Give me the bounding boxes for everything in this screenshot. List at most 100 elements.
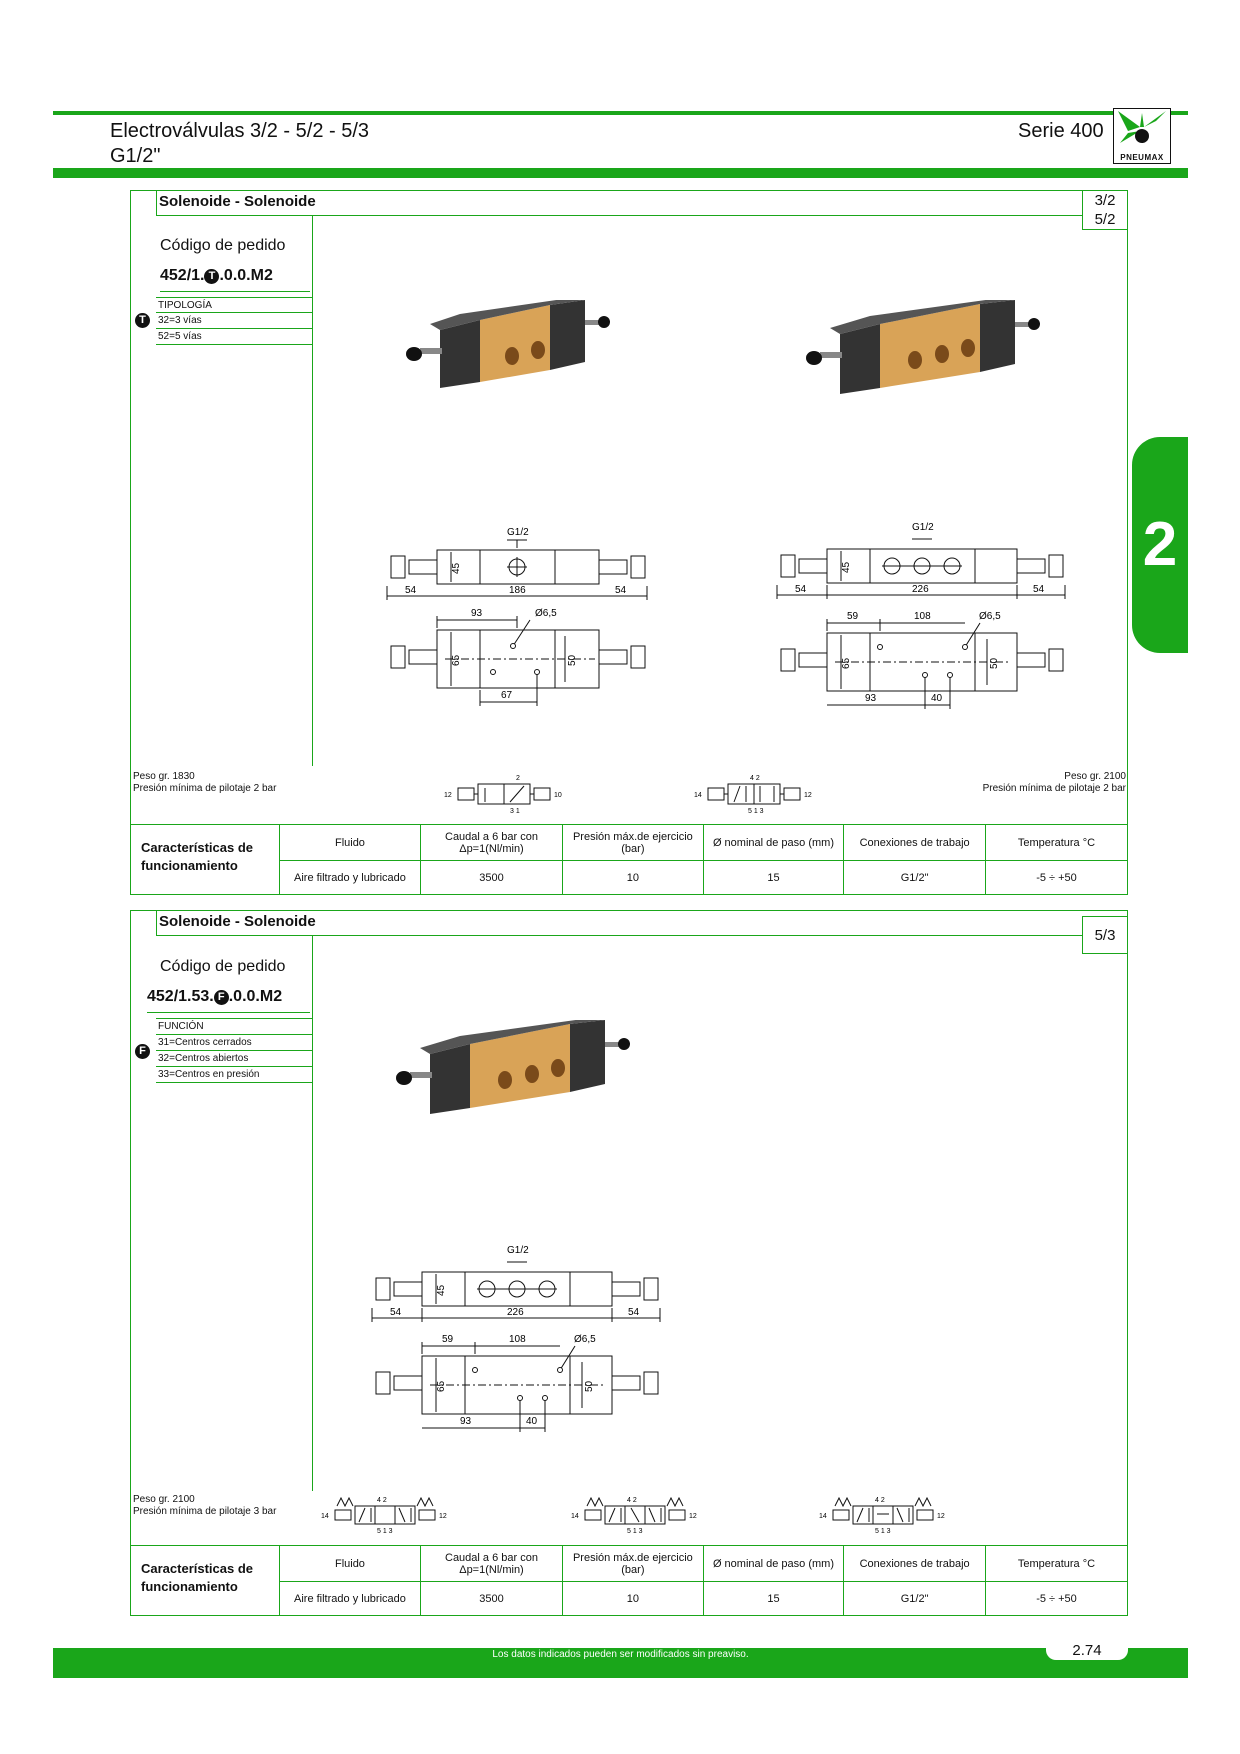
- section1-order-code: 452/1.T.0.0.M2: [160, 267, 310, 292]
- dim2-93: 93: [460, 1416, 472, 1427]
- pneumatic-symbol-5-2: 14 12 4 2 5 1 3: [694, 775, 812, 815]
- section2-option-badge: F: [135, 1042, 150, 1060]
- dim-93-5way: 93: [865, 693, 877, 704]
- section2-option-2: 32=Centros abiertos: [156, 1050, 313, 1066]
- dim-50: 50: [567, 654, 578, 666]
- spec-value-temperatura: -5 ÷ +50: [984, 860, 1129, 895]
- page-title-line2: G1/2": [110, 145, 161, 167]
- dim2-226: 226: [507, 1307, 524, 1318]
- section2-pressure-left: Presión mínima de pilotaje 3 bar: [133, 1506, 277, 1517]
- spec-header-conexiones: Conexiones de trabajo: [843, 824, 986, 861]
- chapter-tab: 2: [1132, 437, 1188, 653]
- sym1-port-bottom: 3 1: [510, 808, 520, 815]
- pneumatic-symbol-5-3-open: 14 12 4 2 5 1 3: [571, 1496, 697, 1535]
- dim-65-5way: 65: [841, 657, 852, 669]
- spec2-value-nominal: 15: [702, 1581, 845, 1616]
- section2-order-code: 452/1.53.F.0.0.M2: [147, 988, 310, 1013]
- dim-226: 226: [912, 584, 929, 595]
- section2-code-prefix: 452/1.53.: [147, 988, 214, 1005]
- dim-dia-65: Ø6,5: [535, 608, 557, 619]
- sym3a-port-left: 14: [321, 1513, 329, 1520]
- section1-code-prefix: 452/1.: [160, 267, 205, 284]
- dim-65: 65: [451, 654, 462, 666]
- section1-option-2: 52=5 vías: [156, 328, 313, 345]
- spec2-value-caudal: 3500: [419, 1581, 564, 1616]
- pneumatic-symbol-3-2: 12 10 2 3 1: [444, 775, 562, 815]
- sym2-port-bottom: 5 1 3: [748, 808, 764, 815]
- section1-code-badge: T: [204, 269, 220, 284]
- sym3c-port-right: 12: [937, 1513, 945, 1520]
- sym3b-port-left: 14: [571, 1513, 579, 1520]
- section1-code-suffix: .0.0.M2: [219, 267, 273, 284]
- spec-value-conexiones: G1/2": [843, 860, 986, 895]
- dim2-50: 50: [584, 1380, 595, 1392]
- sym3b-port-bottom: 5 1 3: [627, 1528, 643, 1535]
- dim2-54-right: 54: [628, 1307, 640, 1318]
- section2-option-title: FUNCIÓN: [156, 1018, 313, 1034]
- sym3c-port-bottom: 5 1 3: [875, 1528, 891, 1535]
- dim-dia-65-5way: Ø6,5: [979, 611, 1001, 622]
- sym3c-port-top: 4 2: [875, 1497, 885, 1504]
- dim2-40: 40: [526, 1416, 538, 1427]
- section1-order-label: Código de pedido: [160, 237, 286, 254]
- dim2-59: 59: [442, 1334, 454, 1345]
- dim-67: 67: [501, 690, 513, 701]
- spec2-value-fluido: Aire filtrado y lubricado: [279, 1581, 421, 1616]
- spec-header-caudal: Caudal a 6 bar con Δp=1(Nl/min): [419, 824, 564, 861]
- section1-pressure-right: Presión mínima de pilotaje 2 bar: [982, 783, 1126, 794]
- section2-option-3: 33=Centros en presión: [156, 1066, 313, 1083]
- dim2-port-label: G1/2: [507, 1245, 529, 1256]
- sym3b-port-top: 4 2: [627, 1497, 637, 1504]
- section1-weight-right: Peso gr. 2100: [1064, 771, 1126, 782]
- dim-108: 108: [914, 611, 931, 622]
- spec2-header-fluido: Fluido: [279, 1545, 421, 1582]
- section1-option-badge: T: [135, 311, 150, 329]
- spec2-value-presion: 10: [562, 1581, 704, 1616]
- sym3c-port-left: 14: [819, 1513, 827, 1520]
- dim-port-label: G1/2: [507, 527, 529, 538]
- spec2-header-nominal: Ø nominal de paso (mm): [702, 1545, 845, 1582]
- section1-tag-52: 5/2: [1094, 211, 1116, 228]
- spec2-header-temperatura: Temperatura °C: [984, 1545, 1129, 1582]
- sym2-port-right: 12: [804, 792, 812, 799]
- logo-wordmark: PNEUMAX: [1120, 153, 1164, 162]
- page-title-line1: Electroválvulas 3/2 - 5/2 - 5/3: [110, 120, 370, 142]
- tipologia-badge: T: [135, 313, 150, 328]
- spec2-value-temperatura: -5 ÷ +50: [984, 1581, 1129, 1616]
- sym3a-port-top: 4 2: [377, 1497, 387, 1504]
- spec-value-nominal: 15: [702, 860, 845, 895]
- dim-45-5way: 45: [841, 561, 852, 573]
- dim2-108: 108: [509, 1334, 526, 1345]
- section1-heading: Solenoide - Solenoide: [156, 190, 1082, 216]
- section1-tag-32: 3/2: [1082, 190, 1128, 230]
- spec2-header-conexiones: Conexiones de trabajo: [843, 1545, 986, 1582]
- section2-tag-53: 5/3: [1082, 916, 1128, 954]
- sym3a-port-right: 12: [439, 1513, 447, 1520]
- section1-option-title: TIPOLOGÍA: [156, 297, 313, 313]
- sym3a-port-bottom: 5 1 3: [377, 1528, 393, 1535]
- dim2-54-left: 54: [390, 1307, 402, 1318]
- dim-54-left: 54: [405, 585, 417, 596]
- header-top-rule: [53, 111, 1188, 115]
- page-number: 2.74: [1046, 1642, 1128, 1660]
- dim-54-left-5way: 54: [795, 584, 807, 595]
- spec-header-nominal: Ø nominal de paso (mm): [702, 824, 845, 861]
- dimension-drawing-5way: G1/2 45 54 226 54 59 108 Ø6,5 65 50 93 4…: [776, 522, 1066, 709]
- section1-order-column: [130, 216, 313, 766]
- dim-54-right: 54: [615, 585, 627, 596]
- valve-photo-5way: [806, 300, 1040, 394]
- pneumatic-symbol-5-3-pressure: 14 12 4 2 5 1 3: [819, 1496, 945, 1535]
- pinwheel-logo-icon: [1118, 111, 1166, 143]
- header-bottom-rule: [53, 168, 1188, 178]
- footer-note: Los datos indicados pueden ser modificad…: [492, 1649, 749, 1660]
- sym1-port-top: 2: [516, 775, 520, 782]
- dim-port-label-5way: G1/2: [912, 522, 934, 533]
- dimension-drawing-5-3: G1/2 45 54 226 54 59 108 Ø6,5 65 50 93 4…: [371, 1245, 661, 1432]
- spec2-header-caudal: Caudal a 6 bar con Δp=1(Nl/min): [419, 1545, 564, 1582]
- section1-option-1: 32=3 vías: [156, 312, 313, 328]
- dim2-65: 65: [436, 1380, 447, 1392]
- dim-50-5way: 50: [989, 657, 1000, 669]
- section1-weight-left: Peso gr. 1830: [133, 771, 195, 782]
- series-title: Serie 400: [1018, 120, 1104, 142]
- dim-93: 93: [471, 608, 483, 619]
